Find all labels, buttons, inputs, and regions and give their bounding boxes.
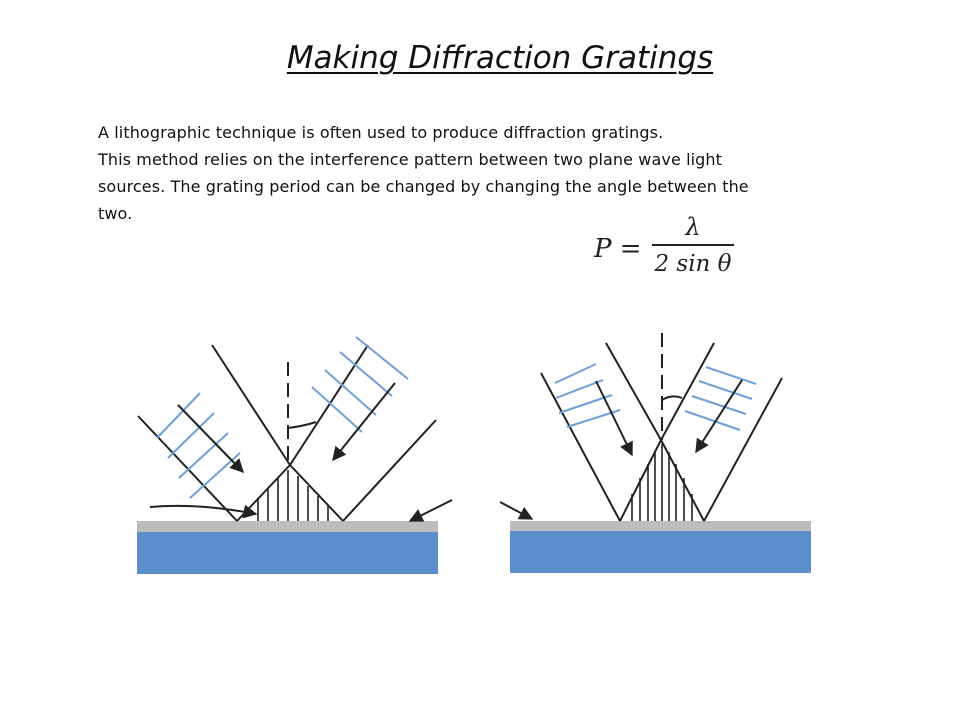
right-beam-boundaries (540, 342, 783, 522)
left-substrate (137, 532, 438, 574)
body-line-3: sources. The grating period can be chang… (98, 177, 749, 196)
formula-variable-p: P (594, 234, 612, 264)
left-substrate-arrow-a (149, 504, 258, 519)
left-resist-layer (137, 521, 438, 532)
formula-lhs: P = (594, 234, 642, 264)
right-arrows (499, 379, 743, 520)
formula-fraction-bar (652, 244, 734, 246)
interference-lithography-diagram (137, 333, 811, 574)
left-incident-arrow-b (332, 382, 396, 462)
slide-title: Making Diffraction Gratings (286, 40, 714, 76)
right-substrate-arrow (499, 501, 534, 520)
right-wavefronts (554, 363, 757, 431)
body-line-2: This method relies on the interference p… (98, 150, 723, 169)
left-interference-fringes (257, 470, 329, 521)
right-incident-arrow-a (595, 380, 633, 457)
formula-numerator: λ (685, 213, 701, 241)
left-setup (137, 336, 453, 574)
right-interference-fringes (631, 444, 693, 521)
right-resist-layer (510, 521, 811, 531)
formula-fraction: λ 2 sin θ (652, 212, 734, 279)
right-substrate (510, 531, 811, 573)
formula-denominator: 2 sin θ (654, 250, 732, 277)
left-incident-arrow-a (177, 404, 244, 474)
grating-period-formula: P = λ 2 sin θ (594, 212, 744, 292)
left-angle-arc (287, 421, 317, 429)
right-incident-arrow-b (695, 379, 743, 454)
left-arrows (149, 382, 453, 522)
formula-equals: = (619, 234, 642, 264)
body-line-1: A lithographic technique is often used t… (98, 123, 664, 142)
right-setup (499, 333, 811, 573)
left-substrate-arrow-b (408, 499, 453, 522)
body-text: A lithographic technique is often used t… (98, 119, 868, 227)
body-line-4: two. (98, 204, 133, 223)
right-angle-arc (661, 395, 683, 401)
